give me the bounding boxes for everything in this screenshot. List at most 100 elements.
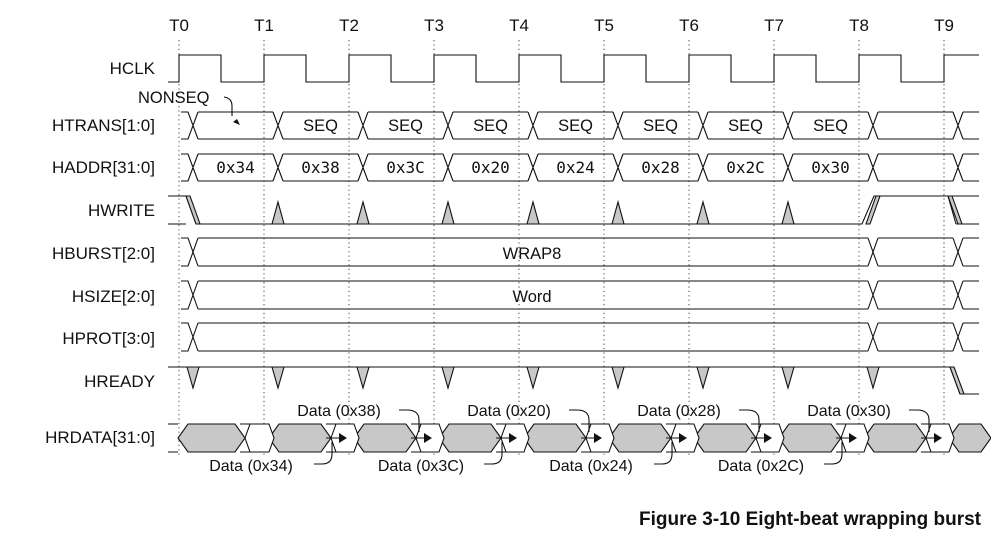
haddr-beat-label: 0x24 (556, 158, 595, 177)
time-marker-t3: T3 (424, 16, 444, 35)
signal-name-hsize: HSIZE[2:0] (72, 287, 155, 306)
hprot-bus-outline (181, 322, 979, 352)
hrdata-shaded-segment (353, 423, 417, 453)
time-marker-t0: T0 (169, 16, 189, 35)
haddr-beat-label: 0x30 (811, 158, 850, 177)
hready-line (168, 366, 979, 395)
hrdata-shaded-segment (948, 423, 991, 453)
signal-name-hprot: HPROT[3:0] (62, 329, 155, 348)
hrdata-callout-line (484, 442, 503, 465)
hburst-value: WRAP8 (503, 245, 562, 263)
hwrite-edge (168, 195, 190, 225)
htrans-beat-label: SEQ (643, 117, 678, 135)
hwrite-glitch (526, 199, 540, 225)
hsize-value: Word (512, 288, 551, 306)
hrdata-upper-callout: Data (0x38) (297, 403, 381, 420)
haddr-beat-label: 0x34 (216, 158, 255, 177)
hwrite-waveform (168, 195, 979, 225)
time-marker-t6: T6 (679, 16, 699, 35)
hrdata-lower-callout: Data (0x34) (209, 458, 293, 475)
hready-glitch (611, 366, 625, 391)
time-marker-t1: T1 (254, 16, 274, 35)
signal-names: HCLK HTRANS[1:0] HADDR[31:0] HWRITE HBUR… (45, 59, 156, 447)
htrans-beat-label: SEQ (388, 117, 423, 135)
hrdata-callout-line (399, 409, 420, 432)
hready-glitch (781, 366, 795, 391)
signal-name-hready: HREADY (84, 372, 155, 391)
hsize-waveform (181, 280, 979, 310)
hrdata-arrow-head (679, 433, 687, 443)
hrdata-callout-line (909, 409, 930, 432)
hwrite-line (168, 195, 979, 225)
hrdata-arrow-head (849, 433, 857, 443)
figure-caption: Figure 3-10 Eight-beat wrapping burst (639, 509, 982, 530)
time-marker-t2: T2 (339, 16, 359, 35)
htrans-beat-label: SEQ (558, 117, 593, 135)
hrdata-lower-callout: Data (0x3C) (378, 458, 464, 475)
hready-waveform (168, 366, 979, 395)
hwrite-glitch (696, 199, 710, 225)
htrans-beat-label: SEQ (473, 117, 508, 135)
htrans-bus-outline (181, 111, 979, 140)
haddr-beat-label: 0x20 (471, 158, 510, 177)
hrdata-shaded-segment (268, 423, 332, 453)
hrdata-upper-callout: Data (0x20) (467, 403, 551, 420)
nonseq-callout-line (223, 96, 233, 116)
hrdata-shaded-segment (608, 423, 672, 453)
hrdata-lower-callout: Data (0x2C) (718, 458, 804, 475)
hrdata-callout-line (739, 409, 760, 432)
time-gridlines (178, 40, 945, 458)
time-marker-t7: T7 (764, 16, 784, 35)
haddr-beat-label: 0x2C (726, 158, 765, 177)
hready-glitch (526, 366, 540, 391)
hrdata-arrow-head (339, 433, 347, 443)
signal-name-hclk: HCLK (110, 59, 156, 78)
hrdata-shaded-segment (523, 423, 587, 453)
hrdata-callouts: Data (0x38) Data (0x20) Data (0x28) Data (0… (209, 403, 930, 475)
htrans-beat-label: SEQ (728, 117, 763, 135)
hrdata-shaded-segment (778, 423, 842, 453)
hwrite-glitch (441, 199, 455, 225)
time-marker-t8: T8 (849, 16, 869, 35)
hready-glitch (866, 366, 880, 391)
hrdata-upper-callout: Data (0x28) (637, 403, 721, 420)
hrdata-gap (244, 423, 275, 453)
hwrite-glitch (781, 199, 795, 225)
time-marker-t4: T4 (509, 16, 529, 35)
signal-name-hburst: HBURST[2:0] (52, 244, 155, 263)
hsize-bus-outline (181, 280, 979, 310)
time-marker-t9: T9 (934, 16, 954, 35)
hrdata-arrow-head (594, 433, 602, 443)
hready-glitch (356, 366, 370, 391)
hrdata-shaded-segment (693, 423, 757, 453)
hrdata-arrow-head (764, 433, 772, 443)
hwrite-glitch (356, 199, 370, 225)
hready-glitch (186, 366, 200, 391)
hrdata-shaded-segment (438, 423, 502, 453)
hrdata-arrow-head (424, 433, 432, 443)
haddr-bus-outline (181, 153, 979, 182)
hwrite-glitch (865, 195, 881, 225)
hrdata-shaded-segment (177, 423, 246, 453)
hrdata-arrow-head (509, 433, 517, 443)
hprot-waveform (181, 322, 979, 352)
signal-name-htrans: HTRANS[1:0] (52, 116, 155, 135)
hburst-bus-outline (181, 237, 979, 267)
hwrite-glitch (611, 199, 625, 225)
hrdata-upper-callout: Data (0x30) (807, 403, 891, 420)
haddr-beat-label: 0x3C (386, 158, 425, 177)
hwrite-glitch (185, 195, 201, 225)
hrdata-callout-line (569, 409, 590, 432)
hrdata-waveform (168, 423, 991, 453)
signal-name-hrdata: HRDATA[31:0] (45, 428, 155, 447)
htrans-beat-label: SEQ (303, 117, 338, 135)
hready-glitch (696, 366, 710, 391)
haddr-beat-label: 0x28 (641, 158, 680, 177)
haddr-waveform (181, 153, 979, 182)
signal-name-haddr: HADDR[31:0] (52, 158, 155, 177)
time-marker-t5: T5 (594, 16, 614, 35)
hrdata-callout-line (824, 442, 843, 465)
hrdata-lower-callout: Data (0x24) (549, 458, 633, 475)
